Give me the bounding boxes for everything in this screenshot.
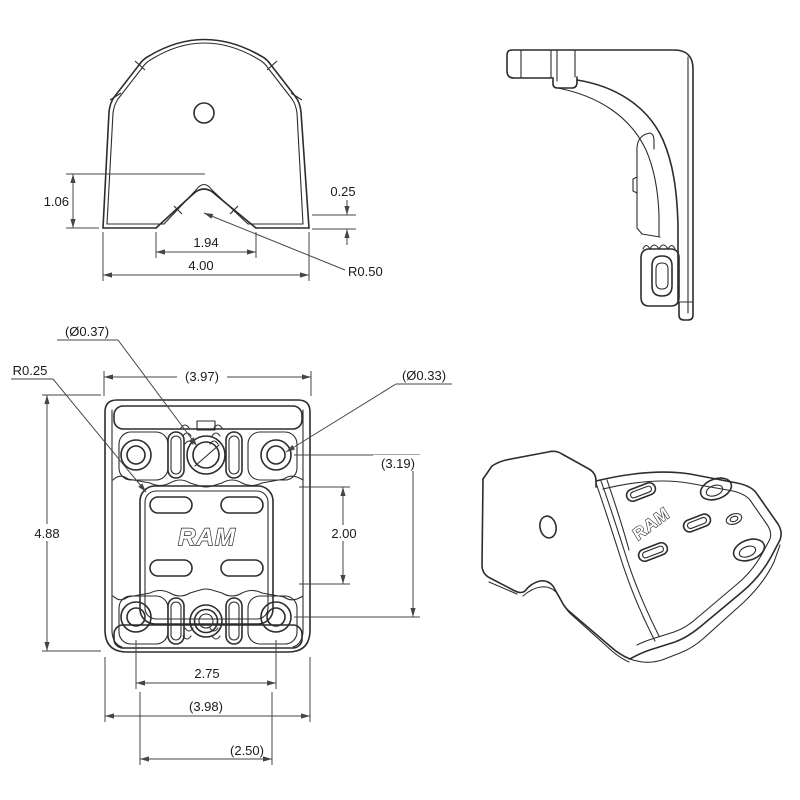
side-edge-bump [632, 176, 638, 194]
iso-plate-slot-2 [682, 513, 712, 533]
plan-vertical-slots-bottom [167, 597, 243, 645]
side-lip [552, 76, 578, 89]
dim-edge-thickness: 0.25 [312, 184, 356, 245]
dim-height-left: 1.06 [44, 173, 205, 229]
dim-overall-height: 4.88 [30, 394, 101, 652]
front-outline-inner [106, 42, 304, 225]
plan-hole-top-left [120, 439, 152, 471]
dim-overall-width: 4.00 [102, 232, 310, 281]
dim-notch-width: 1.94 [155, 232, 257, 258]
side-view [506, 49, 694, 321]
plan-body-outline [104, 399, 311, 653]
dim-label: (2.50) [230, 743, 264, 758]
side-boss-coil [642, 244, 676, 250]
plan-hole-bottom-right [260, 601, 292, 633]
plan-bottom-band [113, 624, 303, 649]
dim-label: 2.00 [331, 526, 356, 541]
iso-plate-hole-bottom [732, 538, 766, 562]
front-outline-outer [102, 38, 310, 229]
front-notch-outer [163, 183, 249, 225]
side-arm-endcap [506, 49, 554, 79]
iso-face-hole [539, 515, 557, 539]
side-slot-outer [651, 255, 673, 297]
iso-plate-rim-outer [595, 471, 782, 660]
plan-plate-slots [149, 496, 264, 577]
plan-pocket-top-right [247, 431, 298, 481]
plan-wavy-bottom [112, 588, 304, 601]
iso-plate-rim-inner [602, 480, 772, 646]
dim-corner-radius: R0.25 [11, 363, 147, 493]
plan-hole-top-right [260, 439, 292, 471]
iso-plate-underside [629, 544, 781, 663]
tangent-ticks [109, 60, 303, 215]
plan-hole-bottom-left [120, 601, 152, 633]
side-slot-inner [655, 262, 669, 290]
iso-plate-center-hole [725, 513, 743, 525]
dim-inner-span: (2.50) [139, 692, 273, 765]
side-fillet-outer [576, 79, 679, 303]
plan-top-band [113, 405, 303, 430]
dim-label: (3.19) [381, 456, 415, 471]
plan-view: RAM (Ø0.37) R0.25 (3.97) (Ø0.33) [11, 324, 452, 765]
dim-label: 4.88 [34, 526, 59, 541]
dim-label: (Ø0.33) [402, 368, 446, 383]
ram-logo-plan: RAM [178, 524, 236, 551]
dim-outer-hole-dia: (Ø0.33) [285, 368, 452, 453]
dim-notch-radius: R0.50 [203, 212, 383, 279]
dim-label: R0.25 [13, 363, 48, 378]
dim-label: (Ø0.37) [65, 324, 109, 339]
dim-slot-span: 2.00 [299, 486, 361, 585]
plan-wavy-top [112, 475, 304, 488]
dim-hole-span-vertical: (3.19) [294, 454, 423, 618]
plan-inner-plate-inner [144, 490, 269, 620]
iso-face-top-edge [482, 450, 597, 488]
plan-inner-plate-outer [139, 485, 274, 625]
dim-center-hole-dia: (Ø0.37) [57, 324, 198, 447]
iso-plate-slot-1 [625, 481, 657, 503]
side-fillet-inner [557, 87, 660, 237]
dim-overall-width-plan: (3.98) [104, 657, 311, 722]
ram-logo-iso: RAM [628, 504, 674, 543]
plan-vertical-slots-top [167, 431, 243, 479]
front-view: 1.06 0.25 1.94 4.00 R0.50 [44, 38, 383, 281]
iso-plate-slot-3 [637, 541, 669, 563]
side-arm-divisions [520, 49, 576, 82]
dim-label: 4.00 [188, 258, 213, 273]
side-boss [640, 248, 680, 307]
plan-center-screw-bottom [189, 604, 223, 638]
iso-plate-hole-top [699, 477, 733, 501]
dim-label: R0.50 [348, 264, 383, 279]
iso-face-thickness [488, 581, 630, 663]
isometric-view: RAM [481, 450, 782, 663]
dim-label: 1.06 [44, 194, 69, 209]
dim-label: 0.25 [330, 184, 355, 199]
dim-label: 2.75 [194, 666, 219, 681]
dim-hole-span-horizontal: 2.75 [135, 640, 277, 689]
side-panel [636, 132, 661, 238]
iso-face-left-bottom [481, 478, 631, 660]
dim-label: 1.94 [193, 235, 218, 250]
side-outline-outer [511, 49, 694, 321]
front-notch-inner [155, 188, 257, 229]
dim-top-width: (3.97) [103, 368, 312, 396]
dim-label: (3.98) [189, 699, 223, 714]
front-top-hole [193, 102, 215, 124]
plan-center-screw-top [186, 420, 226, 475]
dim-label: (3.97) [185, 369, 219, 384]
